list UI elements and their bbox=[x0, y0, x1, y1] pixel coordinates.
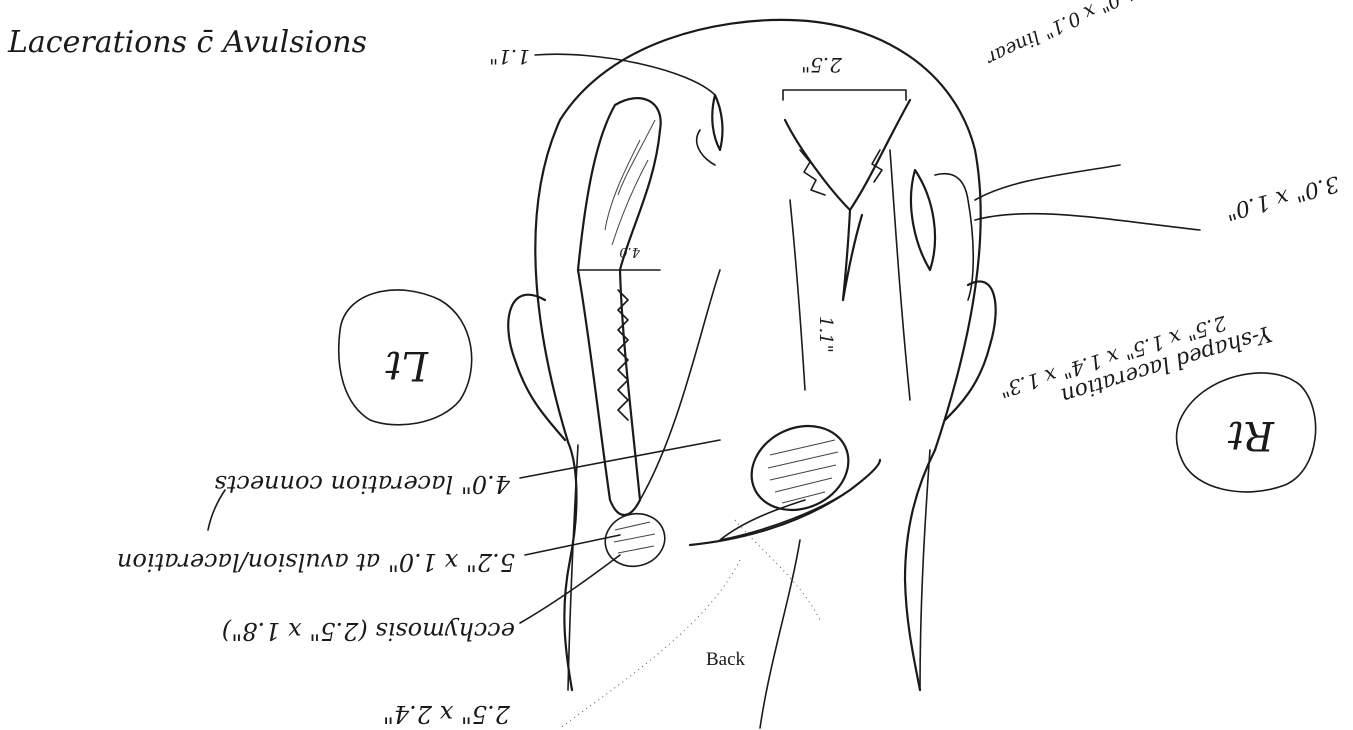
small-top-laceration-leader bbox=[535, 54, 715, 95]
label-right-upper: 3.0" x 1.0" bbox=[1223, 170, 1342, 224]
label-center-small: 1.1" bbox=[815, 316, 836, 353]
left-connecting-laceration bbox=[640, 270, 720, 500]
right-ear bbox=[945, 281, 996, 420]
top-bracket bbox=[783, 90, 906, 100]
right-laceration bbox=[911, 170, 935, 270]
neck-line-right bbox=[920, 450, 930, 690]
left-avulsion-note: 4.0 bbox=[619, 244, 641, 259]
ecchymosis-tail bbox=[720, 490, 850, 540]
left-avulsion-zigzag bbox=[618, 290, 628, 420]
right-marker-text: Rt bbox=[1227, 412, 1275, 458]
ecchymosis-hatch bbox=[768, 440, 838, 503]
y-laceration bbox=[785, 100, 910, 300]
leader-40 bbox=[520, 440, 720, 478]
label-top-center: 2.5" bbox=[801, 53, 843, 77]
neck-ecchymosis bbox=[738, 411, 862, 526]
small-top-laceration bbox=[712, 95, 722, 150]
label-bottom: 2.5" x 2.4" bbox=[383, 700, 511, 728]
label-left-40: 4.0" laceration connects bbox=[214, 470, 511, 498]
neck-left bbox=[564, 442, 576, 690]
bottom-neck-line bbox=[760, 540, 800, 728]
label-top-right: 1.0" x 0.1" linear bbox=[981, 0, 1140, 70]
label-left-ecchy: ecchymosis (2.5" x 1.8") bbox=[222, 617, 515, 645]
head-outline bbox=[535, 20, 980, 450]
label-top-left: 1.1" bbox=[489, 45, 530, 69]
y-laceration-left-edge bbox=[790, 200, 805, 390]
right-laceration-leader bbox=[975, 214, 1200, 230]
left-neck-ecchymosis-hatch bbox=[614, 522, 655, 553]
y-laceration-right-edge bbox=[890, 150, 910, 400]
diagram-heading: Lacerations c̄ Avulsions bbox=[7, 25, 367, 60]
y-laceration-hatch bbox=[800, 150, 882, 195]
right-laceration-box bbox=[935, 174, 973, 300]
left-avulsion-wound bbox=[578, 98, 661, 515]
left-marker-text: Lt bbox=[384, 342, 429, 388]
right-laceration-leader-2 bbox=[975, 165, 1120, 200]
left-ear bbox=[508, 295, 565, 440]
label-left-52: 5.2" x 1.0" at avulsion/laceration bbox=[117, 548, 515, 576]
view-label: Back bbox=[706, 649, 746, 670]
dotted-leader-1 bbox=[560, 560, 740, 728]
small-top-curve bbox=[697, 130, 715, 165]
